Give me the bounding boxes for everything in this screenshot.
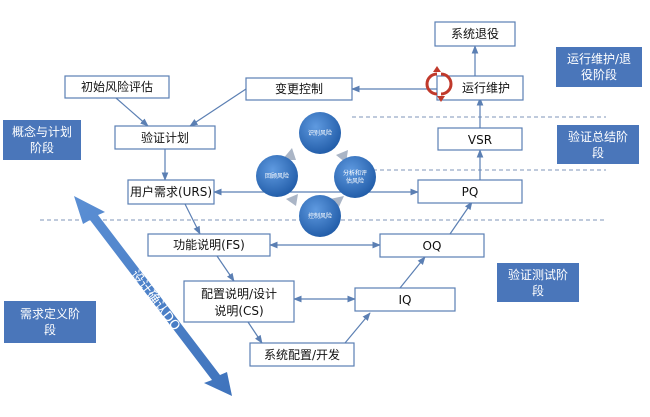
box-pq-label: PQ bbox=[462, 185, 479, 199]
cycle-arrow-bottom-left bbox=[286, 194, 298, 206]
circle-review-risk bbox=[256, 155, 298, 197]
phase-validation-test-line2: 段 bbox=[532, 283, 544, 298]
box-cs: 配置说明/设计 说明(CS) bbox=[183, 280, 295, 323]
circle-control-risk bbox=[299, 195, 341, 237]
box-config-dev: 系统配置/开发 bbox=[249, 342, 355, 367]
box-urs-label: 用户需求(URS) bbox=[130, 184, 212, 199]
risk-cycle: 识别风险 分析和评 估风险 控制风险 回顾风险 bbox=[256, 112, 376, 237]
box-cs-label-line1: 配置说明/设计 bbox=[201, 286, 277, 301]
circle-identify-risk-label: 识别风险 bbox=[308, 129, 332, 137]
box-operate-label: 运行维护 bbox=[462, 81, 510, 95]
phase-concept-plan: 概念与计划 阶段 bbox=[3, 120, 81, 160]
circle-identify-risk bbox=[299, 112, 341, 154]
phase-validation-test-line1: 验证测试阶 bbox=[508, 267, 568, 282]
box-fs: 功能说明(FS) bbox=[147, 233, 271, 257]
phase-requirements: 需求定义阶 段 bbox=[4, 301, 96, 343]
box-oq: OQ bbox=[379, 233, 485, 258]
box-change-control: 变更控制 bbox=[245, 77, 353, 101]
phase-requirements-line2: 段 bbox=[44, 322, 56, 337]
refresh-cycle-icon bbox=[425, 66, 453, 102]
box-validation-plan: 验证计划 bbox=[114, 125, 216, 150]
phase-validation-summary-line2: 段 bbox=[592, 145, 604, 160]
phase-validation-summary-line1: 验证总结阶 bbox=[568, 129, 628, 144]
box-iq-label: IQ bbox=[399, 293, 412, 307]
box-retire-label: 系统退役 bbox=[451, 26, 499, 41]
box-iq: IQ bbox=[354, 287, 456, 312]
dq-label: 设计确认DQ bbox=[127, 268, 183, 334]
phase-validation-summary: 验证总结阶 段 bbox=[557, 125, 639, 164]
box-initial-risk: 初始风险评估 bbox=[64, 75, 170, 99]
box-config-dev-label: 系统配置/开发 bbox=[264, 347, 340, 362]
circle-analyze-risk-line1: 分析和评 bbox=[343, 169, 367, 177]
phase-concept-plan-line2: 阶段 bbox=[30, 140, 54, 155]
flow-connectors bbox=[115, 45, 484, 344]
phase-requirements-line1: 需求定义阶 bbox=[20, 306, 80, 321]
circle-control-risk-label: 控制风险 bbox=[308, 212, 332, 220]
box-change-control-label: 变更控制 bbox=[275, 81, 323, 96]
box-oq-label: OQ bbox=[423, 239, 442, 253]
phase-validation-test: 验证测试阶 段 bbox=[497, 263, 579, 302]
box-urs: 用户需求(URS) bbox=[127, 179, 215, 205]
circle-review-risk-label: 回顾风险 bbox=[265, 172, 289, 180]
phase-operate-retire-line1: 运行维护/退 bbox=[567, 52, 631, 66]
box-pq: PQ bbox=[417, 179, 523, 204]
cycle-arrow-bottom-right bbox=[330, 196, 344, 209]
box-retire: 系统退役 bbox=[434, 21, 516, 47]
box-validation-plan-label: 验证计划 bbox=[141, 130, 189, 145]
phase-operate-retire-line2: 役阶段 bbox=[581, 67, 617, 82]
phase-operate-retire: 运行维护/退 役阶段 bbox=[556, 47, 642, 87]
box-cs-label-line2: 说明(CS) bbox=[214, 303, 263, 318]
box-vsr-label: VSR bbox=[468, 133, 492, 147]
circle-analyze-risk-line2: 估风险 bbox=[346, 177, 364, 185]
box-vsr: VSR bbox=[437, 127, 523, 151]
box-initial-risk-label: 初始风险评估 bbox=[81, 79, 153, 94]
circle-analyze-risk bbox=[334, 156, 376, 198]
box-fs-label: 功能说明(FS) bbox=[173, 237, 245, 252]
phase-concept-plan-line1: 概念与计划 bbox=[12, 124, 72, 139]
